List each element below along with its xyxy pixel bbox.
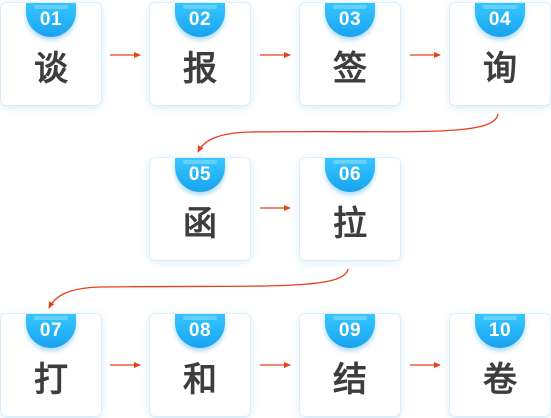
step-08: 08 和	[150, 314, 250, 416]
step-number: 10	[475, 314, 525, 348]
arrow-06-07	[48, 268, 349, 309]
step-01: 01 谈	[1, 3, 101, 105]
step-02: 02 报	[150, 3, 250, 105]
step-label: 打	[34, 360, 68, 400]
step-label: 卷	[483, 360, 517, 400]
step-06: 06 拉	[300, 158, 400, 260]
step-09: 09 结	[300, 314, 400, 416]
step-number: 07	[26, 314, 76, 348]
step-04: 04 询	[450, 3, 550, 105]
step-number: 06	[325, 158, 375, 192]
step-03: 03 签	[300, 3, 400, 105]
step-number: 03	[325, 3, 375, 37]
step-label: 签	[333, 49, 367, 89]
step-number: 02	[175, 3, 225, 37]
step-05: 05 函	[150, 158, 250, 260]
step-number: 09	[325, 314, 375, 348]
step-label: 拉	[333, 204, 367, 244]
step-07: 07 打	[1, 314, 101, 416]
step-label: 报	[183, 49, 217, 89]
step-number: 04	[475, 3, 525, 37]
step-number: 08	[175, 314, 225, 348]
step-10: 10 卷	[450, 314, 550, 416]
step-label: 谈	[34, 49, 68, 89]
step-number: 05	[175, 158, 225, 192]
step-label: 函	[183, 204, 217, 244]
step-label: 询	[483, 49, 517, 89]
step-label: 结	[333, 360, 367, 400]
step-number: 01	[26, 3, 76, 37]
arrow-04-05	[197, 113, 499, 153]
step-label: 和	[183, 360, 217, 400]
